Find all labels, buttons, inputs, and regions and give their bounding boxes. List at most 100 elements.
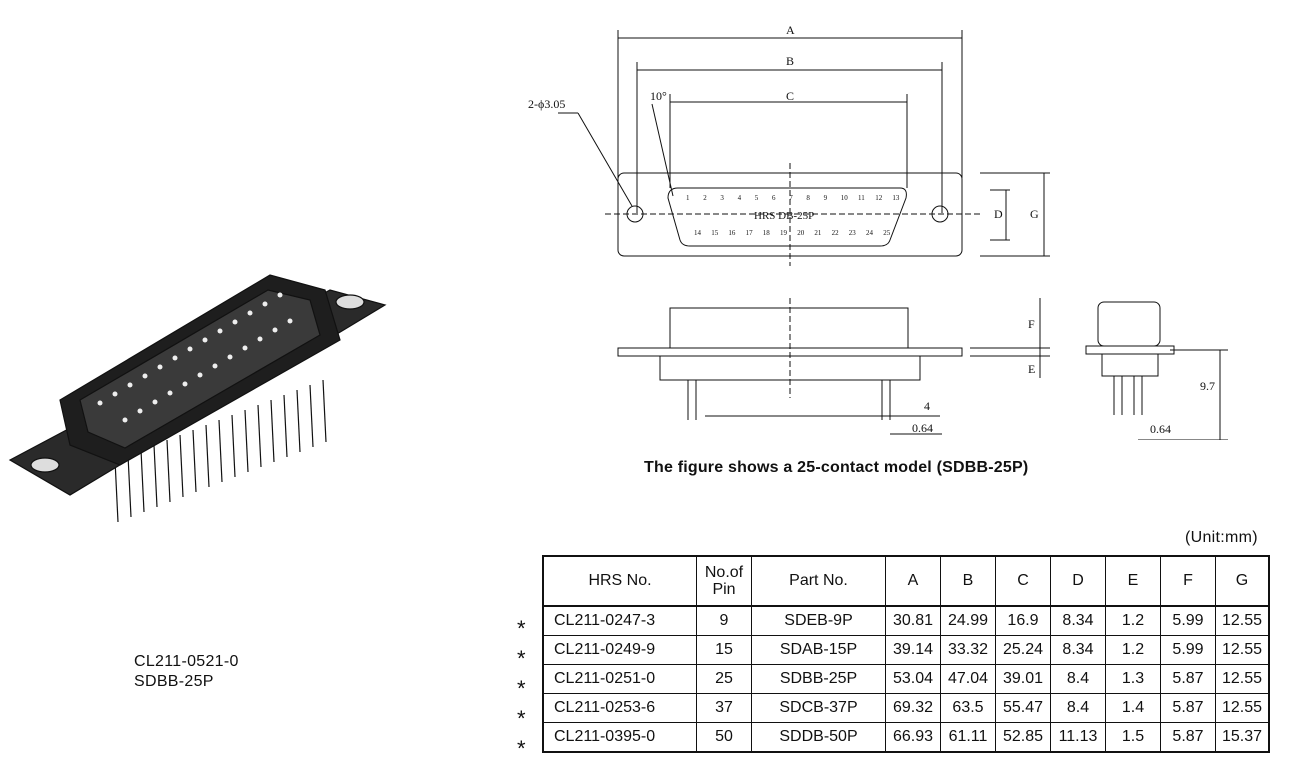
pin-count-cell: 9 [696,605,752,636]
hrs-no-cell: CL211-0251-0 [542,664,697,694]
unit-label: (Unit:mm) [1185,529,1258,546]
f-cell: 5.87 [1160,664,1216,694]
c-cell: 52.85 [995,722,1051,753]
pin-number: 4 [738,194,742,202]
e-cell: 1.3 [1105,664,1161,694]
a-cell: 53.04 [885,664,941,694]
part-no-cell: SDAB-15P [751,635,886,665]
side-shell [669,307,909,349]
pin-number: 17 [746,229,754,237]
table-row: CL211-0249-9 15 SDAB-15P 39.14 33.32 25.… [542,635,1270,665]
dim-c-label: C [786,89,794,103]
pin-number: 9 [824,194,828,202]
pin-count-cell: 15 [696,635,752,665]
connector-photo [8,274,387,523]
f-cell: 5.87 [1160,722,1216,753]
a-cell: 69.32 [885,693,941,723]
pin-number: 6 [772,194,776,202]
table-row: CL211-0247-3 9 SDEB-9P 30.81 24.99 16.9 … [542,605,1270,636]
dim-a-label: A [786,23,795,37]
pin-count-cell: 50 [696,722,752,753]
col-hrs-no: HRS No. [542,555,697,607]
pin-number: 12 [875,194,883,202]
d-cell: 8.34 [1050,635,1106,665]
a-cell: 66.93 [885,722,941,753]
b-cell: 33.32 [940,635,996,665]
figure-caption: The figure shows a 25-contact model (SDB… [644,459,1029,476]
hrs-no-cell: CL211-0247-3 [542,605,697,636]
part-no-cell: SDBB-25P [751,664,886,694]
e-cell: 1.2 [1105,605,1161,636]
pin-number: 14 [694,229,702,237]
pin-number: 19 [780,229,788,237]
hrs-no-cell: CL211-0253-6 [542,693,697,723]
c-cell: 55.47 [995,693,1051,723]
row-marker: * [517,736,526,761]
pin-number: 8 [806,194,810,202]
pin-number: 25 [883,229,891,237]
f-cell: 5.99 [1160,635,1216,665]
pin-count-cell: 25 [696,664,752,694]
pin-number: 10 [841,194,849,202]
d-cell: 8.4 [1050,693,1106,723]
col-pin-count: No.of Pin [696,555,752,607]
g-cell: 15.37 [1215,722,1270,753]
dim-g-label: G [1030,207,1039,221]
pin-number: 18 [763,229,771,237]
dimension-table: HRS No. No.of Pin Part No. A B C D E F G… [542,555,1270,753]
row-marker: * [517,646,526,671]
dim-064-side: 0.64 [912,421,933,435]
e-cell: 1.5 [1105,722,1161,753]
c-cell: 39.01 [995,664,1051,694]
b-cell: 61.11 [940,722,996,753]
pin-number: 21 [814,229,822,237]
dim-f-label: F [1028,317,1035,331]
col-part-no: Part No. [751,555,886,607]
hrs-no-cell: CL211-0249-9 [542,635,697,665]
col-c: C [995,555,1051,607]
front-face-text: HRS DB-25P [754,210,814,222]
angle-label: 10° [650,89,667,103]
col-g: G [1215,555,1270,607]
dim-b-label: B [786,54,794,68]
pin-number: 1 [686,194,690,202]
table-row: CL211-0395-0 50 SDDB-50P 66.93 61.11 52.… [542,722,1270,753]
pin-number: 2 [703,194,707,202]
photo-hrs-number: CL211-0521-0 [134,653,239,670]
d-cell: 11.13 [1050,722,1106,753]
row-marker: * [517,616,526,641]
d-cell: 8.34 [1050,605,1106,636]
table-row: CL211-0253-6 37 SDCB-37P 69.32 63.5 55.4… [542,693,1270,723]
dim-d-label: D [994,207,1003,221]
f-cell: 5.99 [1160,605,1216,636]
row-marker: * [517,676,526,701]
b-cell: 24.99 [940,605,996,636]
col-d: D [1050,555,1106,607]
pin-leads [114,379,327,523]
hole-note: 2-ϕ3.05 [528,97,565,111]
a-cell: 39.14 [885,635,941,665]
a-cell: 30.81 [885,605,941,636]
dim-064-end: 0.64 [1150,422,1171,436]
pin-number: 22 [832,229,840,237]
pin-number: 16 [728,229,736,237]
d-cell: 8.4 [1050,664,1106,694]
col-e: E [1105,555,1161,607]
dim-e-label: E [1028,362,1035,376]
f-cell: 5.87 [1160,693,1216,723]
photo-part-number: SDBB-25P [134,673,214,690]
pin-number: 5 [755,194,759,202]
b-cell: 47.04 [940,664,996,694]
g-cell: 12.55 [1215,635,1270,665]
c-cell: 16.9 [995,605,1051,636]
e-cell: 1.2 [1105,635,1161,665]
c-cell: 25.24 [995,635,1051,665]
pin-number: 7 [789,194,793,202]
pin-number: 15 [711,229,719,237]
dim-97-label: 9.7 [1200,379,1215,393]
table-header-row: HRS No. No.of Pin Part No. A B C D E F G [542,555,1270,607]
pin-count-cell: 37 [696,693,752,723]
